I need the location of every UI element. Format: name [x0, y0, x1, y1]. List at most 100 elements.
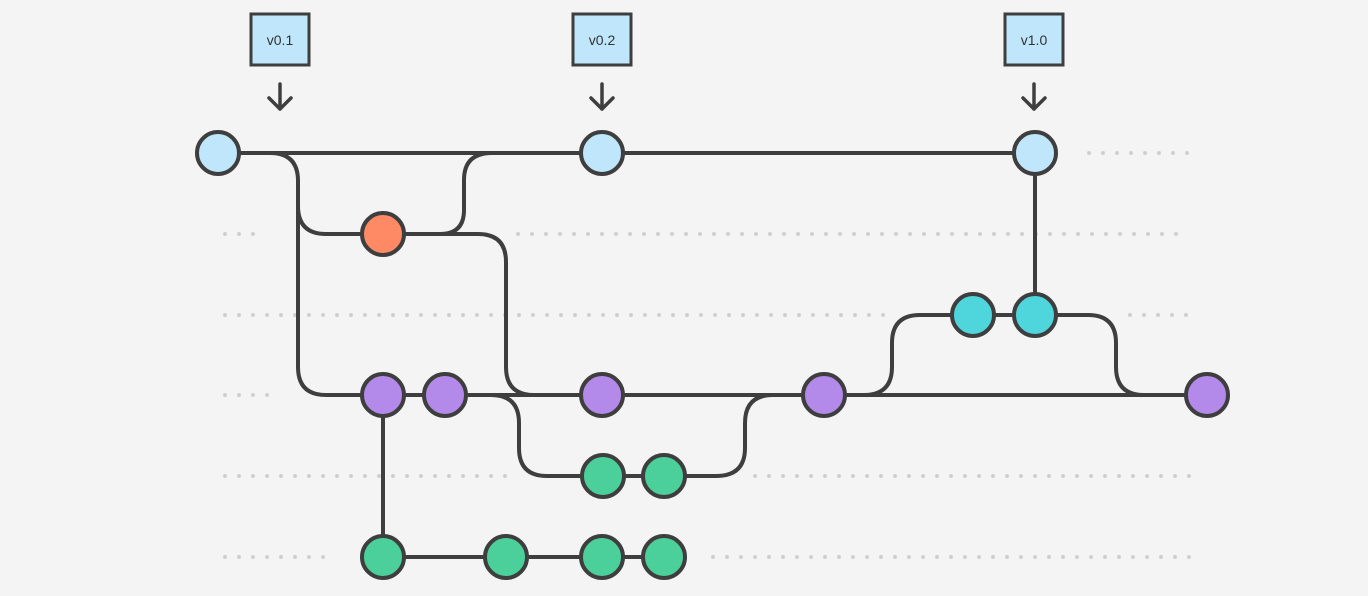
tag-box	[1003, 12, 1065, 67]
guide-dot	[739, 555, 743, 559]
dots-develop	[223, 393, 269, 397]
guide-dot	[251, 313, 255, 317]
guide-dot	[1132, 232, 1136, 236]
guide-dot	[237, 474, 241, 478]
guide-dot	[544, 232, 548, 236]
hotfix-commit	[360, 211, 406, 257]
guide-dot	[223, 313, 227, 317]
guide-dot	[853, 313, 857, 317]
feature-commit	[580, 453, 626, 499]
release-to-develop-line	[1033, 313, 1209, 397]
guide-dot	[1115, 151, 1119, 155]
guide-dot	[628, 232, 632, 236]
guide-dot	[713, 313, 717, 317]
guide-dot	[1005, 474, 1009, 478]
guide-dot	[852, 232, 856, 236]
guide-dot	[237, 313, 241, 317]
guide-dot	[1173, 474, 1177, 478]
guide-dot	[307, 555, 311, 559]
feature-commit	[579, 534, 625, 580]
guide-dot	[935, 474, 939, 478]
guide-dot	[377, 474, 381, 478]
guide-dot	[865, 555, 869, 559]
guide-dot	[671, 313, 675, 317]
guide-dot	[712, 232, 716, 236]
guide-dot	[419, 474, 423, 478]
guide-dot	[964, 232, 968, 236]
guide-dot	[265, 393, 269, 397]
guide-dot	[1090, 232, 1094, 236]
guide-dot	[489, 313, 493, 317]
guide-dot	[1075, 474, 1079, 478]
guide-dot	[767, 474, 771, 478]
guide-dot	[1062, 232, 1066, 236]
guide-dot	[811, 313, 815, 317]
feature1-to-develop-line	[662, 393, 826, 478]
release-commit	[1012, 292, 1058, 338]
guide-dot	[489, 474, 493, 478]
dots-hotfix	[223, 232, 1178, 236]
tag-v01: v0.1	[249, 12, 311, 111]
guide-dot	[1146, 232, 1150, 236]
develop-commit	[579, 372, 625, 418]
guide-dot	[879, 474, 883, 478]
guide-dot	[279, 313, 283, 317]
guide-dot	[1089, 474, 1093, 478]
guide-dot	[1020, 232, 1024, 236]
guide-dot	[685, 313, 689, 317]
guide-dot	[893, 555, 897, 559]
guide-dot	[405, 313, 409, 317]
commits	[195, 130, 1230, 580]
guide-dot	[1033, 474, 1037, 478]
guide-dot	[223, 393, 227, 397]
arrow-down-icon	[1021, 82, 1047, 111]
guide-dot	[879, 555, 883, 559]
guide-dot	[1170, 313, 1174, 317]
guide-dot	[1061, 474, 1065, 478]
guide-dot	[837, 474, 841, 478]
guide-dot	[586, 232, 590, 236]
guide-dot	[823, 555, 827, 559]
dotted-guides	[223, 151, 1191, 559]
guide-dot	[1157, 151, 1161, 155]
guide-dot	[419, 313, 423, 317]
guide-dot	[1184, 313, 1188, 317]
guide-dot	[769, 313, 773, 317]
guide-dot	[977, 555, 981, 559]
guide-dot	[991, 555, 995, 559]
guide-dot	[725, 555, 729, 559]
guide-dot	[1047, 474, 1051, 478]
guide-dot	[531, 313, 535, 317]
guide-dot	[963, 474, 967, 478]
guide-dot	[907, 555, 911, 559]
guide-dot	[1145, 555, 1149, 559]
guide-dot	[839, 313, 843, 317]
master-commit	[1012, 130, 1058, 176]
guide-dot	[307, 313, 311, 317]
guide-dot	[559, 313, 563, 317]
guide-dot	[783, 313, 787, 317]
guide-dot	[447, 474, 451, 478]
guide-dot	[699, 313, 703, 317]
dots-master-right	[1087, 151, 1189, 155]
guide-dot	[795, 555, 799, 559]
guide-dot	[753, 474, 757, 478]
guide-dot	[1174, 232, 1178, 236]
guide-dot	[991, 474, 995, 478]
guide-dot	[517, 313, 521, 317]
guide-dot	[475, 474, 479, 478]
guide-dot	[321, 313, 325, 317]
guide-dot	[781, 474, 785, 478]
guide-dot	[809, 555, 813, 559]
arrow-down-icon	[267, 82, 293, 111]
guide-dot	[293, 474, 297, 478]
guide-dot	[698, 232, 702, 236]
guide-dot	[727, 313, 731, 317]
guide-dot	[908, 232, 912, 236]
guide-dot	[810, 232, 814, 236]
guide-dot	[670, 232, 674, 236]
guide-dot	[741, 313, 745, 317]
guide-dot	[1185, 151, 1189, 155]
guide-dot	[1171, 151, 1175, 155]
tags: v0.1 v0.2 v1.0	[249, 12, 1065, 111]
